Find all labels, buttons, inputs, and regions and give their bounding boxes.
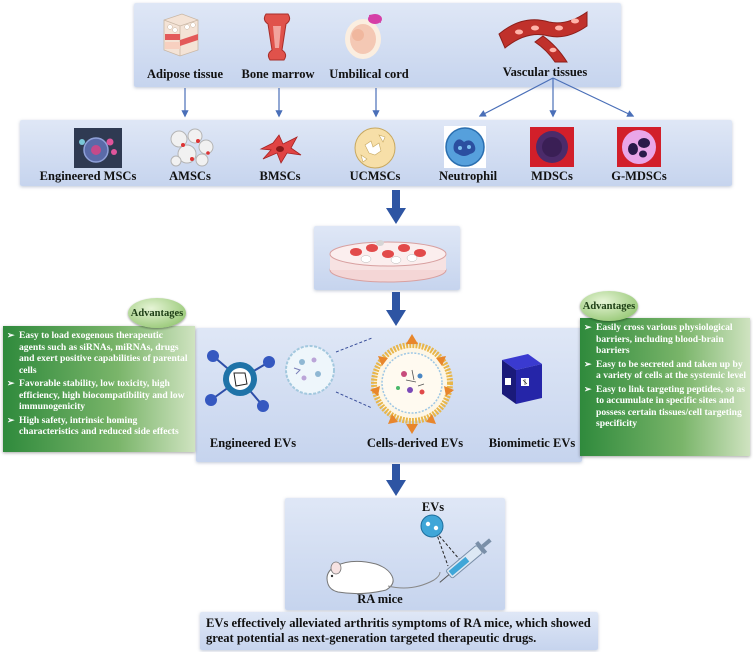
small-ev-icon [285,345,335,395]
engineered-msc-icon [74,128,122,168]
umbilical-cord-icon [345,14,382,59]
engineered-evs-label: Engineered EVs [209,436,297,450]
block-arrow-1 [386,190,406,224]
advantages-left-tag: Advantages [128,298,186,328]
advantage-right-item: Easy to be secreted and taken up by a va… [584,359,746,382]
mouse-icon [326,560,441,595]
g-mdsc-icon [617,127,661,167]
advantage-left-item: Favorable stability, low toxicity, high … [7,378,191,413]
conclusion-text: EVs effectively alleviated arthritis sym… [206,616,591,645]
conclusion-panel [200,612,598,650]
block-arrow-3 [386,464,406,496]
cells-derived-ev-icon [370,334,454,434]
amsc-icon [170,128,214,167]
umbilical-cord-label: Umbilical cord [329,67,409,81]
syringe-icon [420,514,492,583]
advantage-right-item: Easy to link targeting peptides, so as t… [584,384,746,430]
engineered-ev-icon [205,350,275,412]
neutrophil-icon [444,126,486,168]
bmsc-icon [259,134,302,164]
block-arrow-2 [386,292,406,326]
advantage-left-item: High safety, intrinsic homing characteri… [7,415,191,438]
engineered-mscs-label: Engineered MSCs [39,169,137,183]
g-mdscs-label: G-MDSCs [611,169,667,183]
mdsc-icon [530,127,574,167]
bone-marrow-label: Bone marrow [241,67,315,81]
amscs-label: AMSCs [169,169,211,183]
advantage-right-item: Easily cross various physiological barri… [584,322,746,357]
evs-syringe-label: EVs [421,500,445,514]
ra-mice-label: RA mice [357,592,403,606]
adipose-tissue-label: Adipose tissue [146,67,224,81]
ucmscs-label: UCMSCs [349,169,401,183]
adipose-tissue-icon [163,13,199,57]
mdscs-label: MDSCs [531,169,573,183]
bone-marrow-icon [263,13,291,61]
advantages-right-tag: Advantages [580,291,638,321]
biomimetic-ev-icon [502,354,542,404]
vascular-tissues-label: Vascular tissues [502,65,588,79]
cells-derived-evs-label: Cells-derived EVs [366,436,464,450]
bmscs-label: BMSCs [259,169,301,183]
vascular-tissues-icon [498,11,588,63]
advantage-left-item: Easy to load exogenous therapeutic agent… [7,330,191,376]
neutrophil-label: Neutrophil [438,169,498,183]
ucmsc-icon [354,127,396,169]
culture-dish-icon [329,240,447,283]
advantages-right-box: Easily cross various physiological barri… [580,318,750,456]
biomimetic-evs-label: Biomimetic EVs [488,436,576,450]
advantages-left-box: Easy to load exogenous therapeutic agent… [3,326,195,452]
